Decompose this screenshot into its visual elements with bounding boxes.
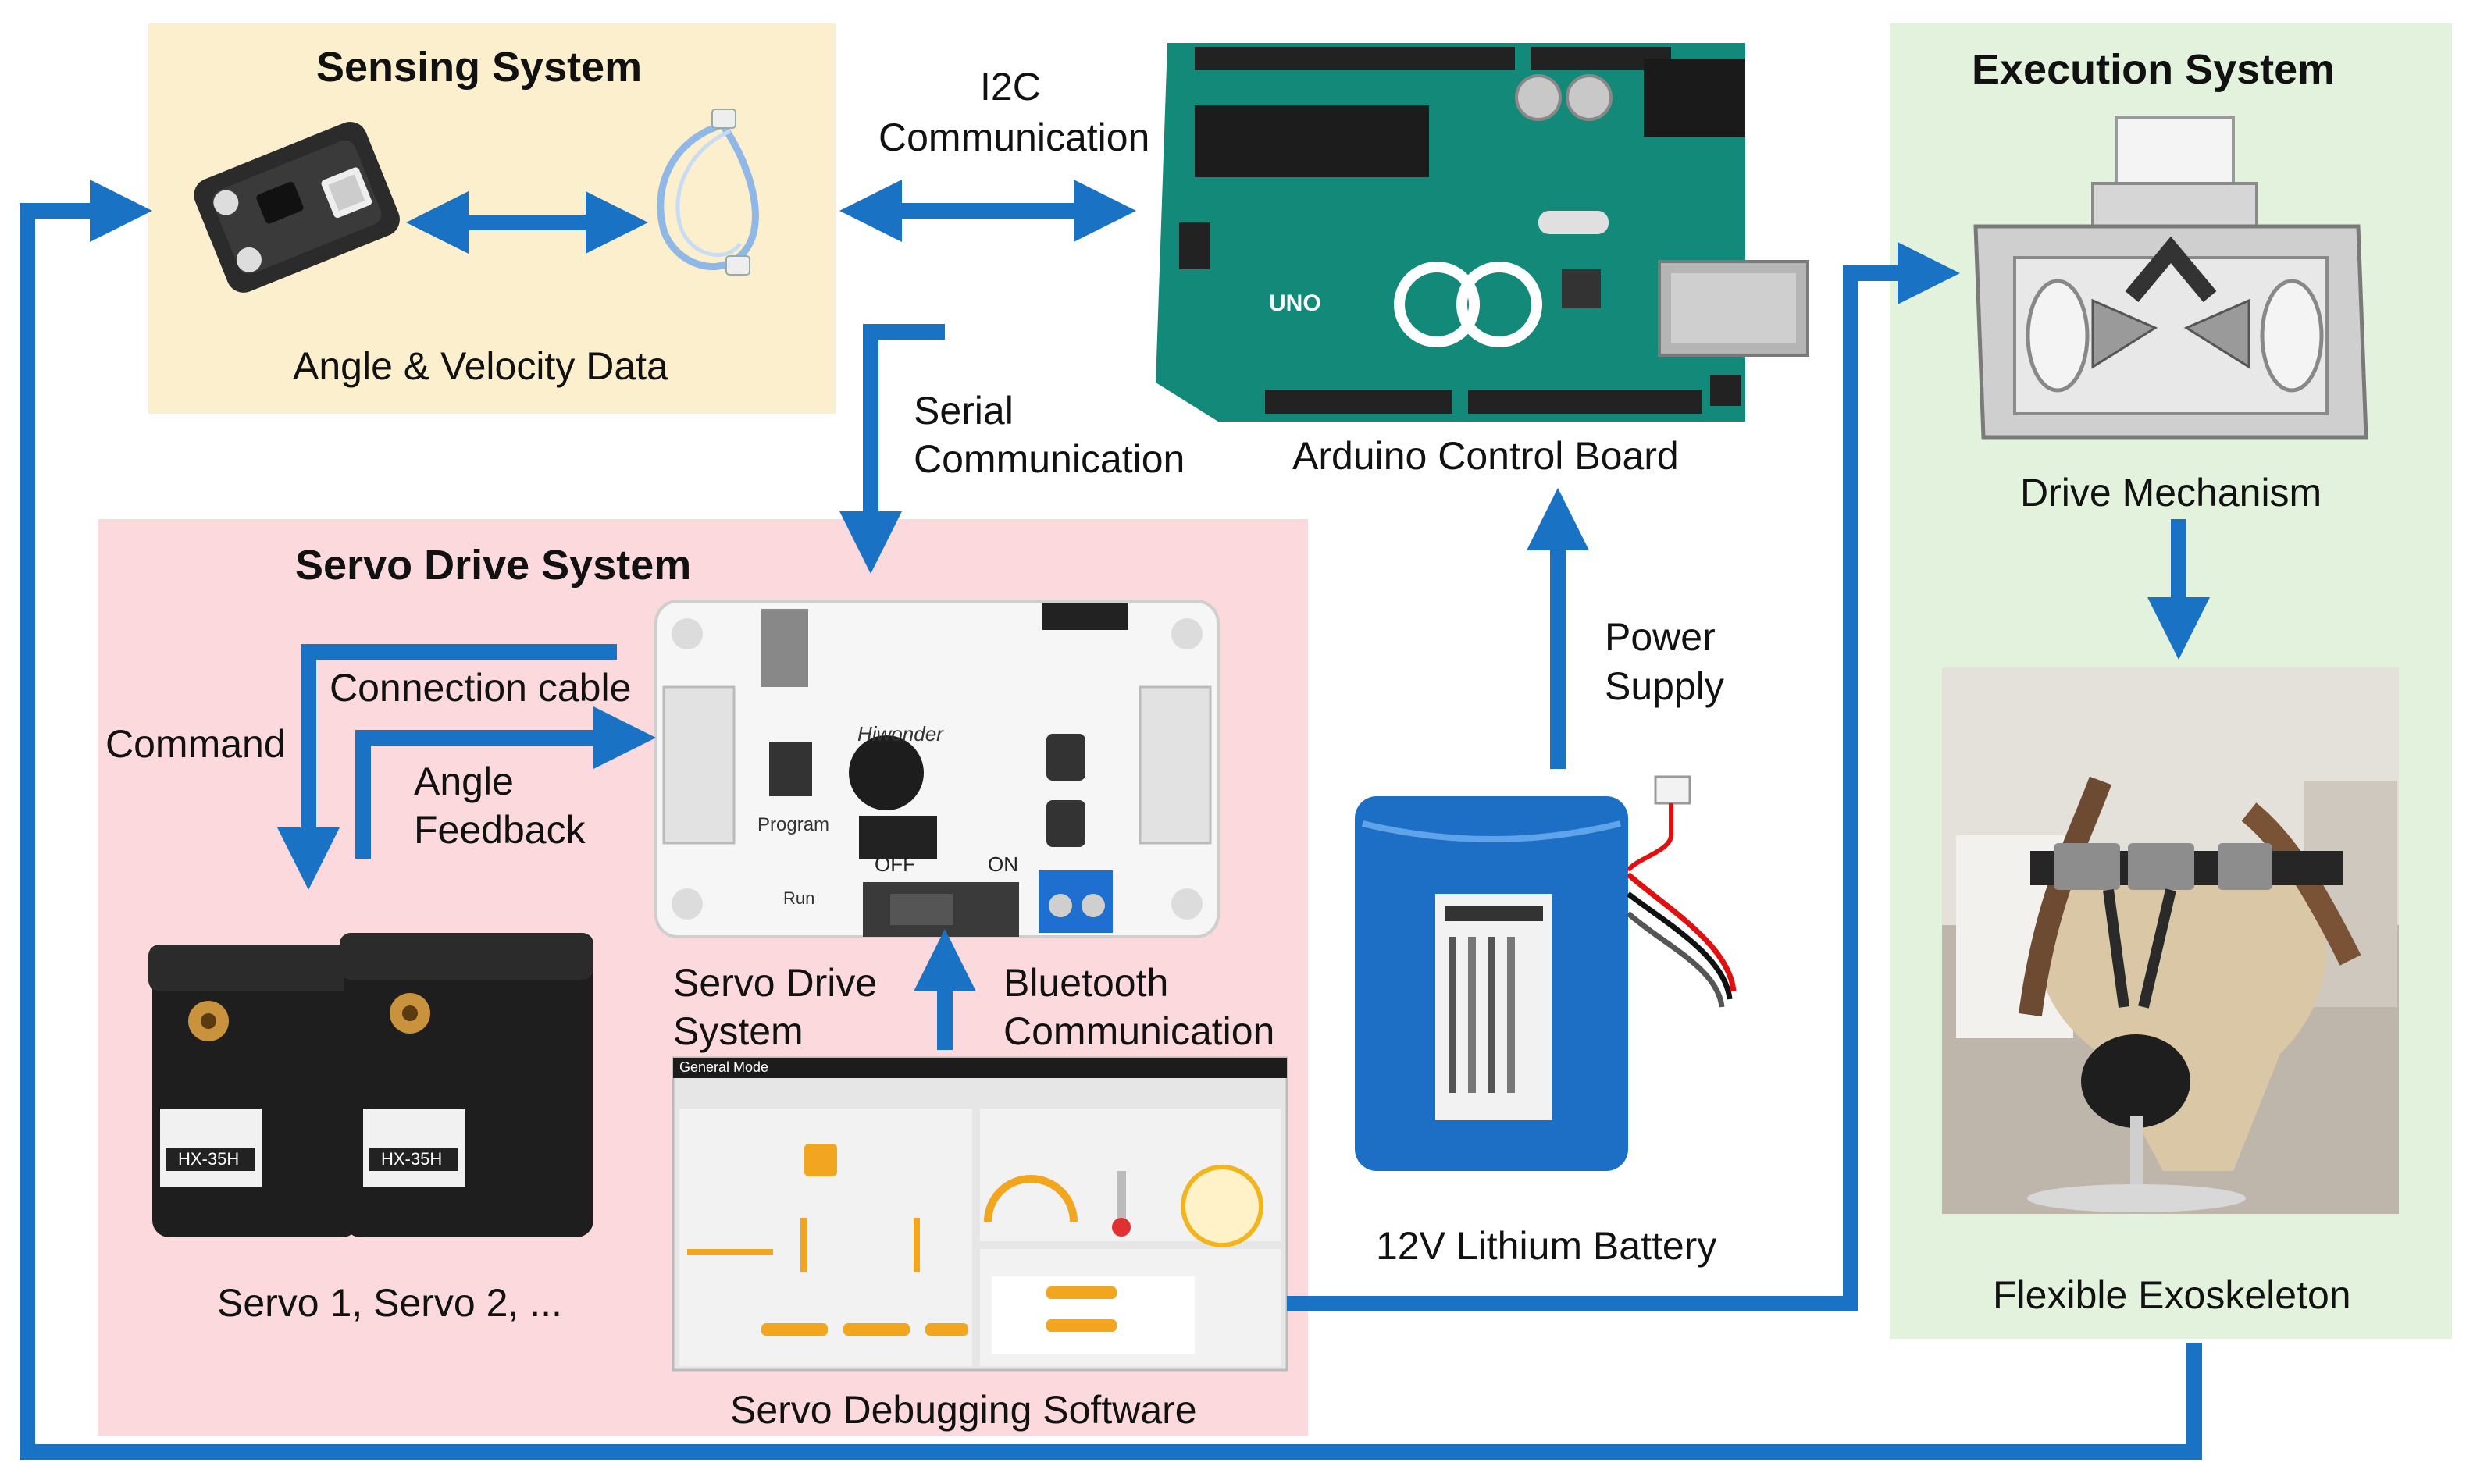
angle-velocity-data-label: Angle & Velocity Data (293, 344, 668, 388)
arduino-board-label: Arduino Control Board (1292, 434, 1679, 478)
i2c-label-line1: I2C (980, 65, 1041, 109)
servo-drive-label-line2: System (673, 1009, 804, 1053)
bluetooth-label-line1: Bluetooth (1003, 961, 1169, 1005)
connection-cable-label: Connection cable (330, 666, 632, 710)
lithium-battery-label: 12V Lithium Battery (1376, 1224, 1717, 1268)
board-run-text: Run (783, 888, 815, 908)
arduino-uno-text: UNO (1269, 290, 1321, 316)
i2c-label-line2: Communication (878, 116, 1150, 159)
connection-arrows (20, 180, 2210, 1460)
servo-motors-icon (148, 933, 593, 1237)
command-label: Command (105, 722, 286, 766)
servo-drive-label-line1: Servo Drive (673, 961, 878, 1005)
servo-drive-system-title: Servo Drive System (295, 542, 692, 589)
arduino-board-icon (1156, 43, 1809, 422)
angle-feedback-label-line1: Angle (414, 760, 514, 803)
bluetooth-label-line2: Communication (1003, 1009, 1275, 1053)
sensor-cable-icon (657, 109, 759, 276)
drive-mechanism-icon (1973, 116, 2368, 440)
servo-1-label-text: HX-35H (178, 1149, 240, 1169)
flexible-exoskeleton-photo (1942, 667, 2399, 1214)
angle-sensor-module-icon (194, 122, 400, 293)
board-brand-text: Hiwonder (857, 722, 943, 746)
lithium-battery-icon (1355, 775, 1737, 1171)
servo-2-label-text: HX-35H (381, 1149, 443, 1169)
board-program-text: Program (757, 814, 830, 835)
power-supply-label-line2: Supply (1605, 664, 1724, 708)
servos-label: Servo 1, Servo 2, ... (217, 1281, 562, 1325)
serial-label-line2: Communication (914, 437, 1185, 481)
servo-driver-board-icon (654, 600, 1220, 938)
power-supply-label-line1: Power (1605, 615, 1716, 659)
servo-debugging-software-icon (672, 1056, 1288, 1372)
board-off-text: OFF (875, 852, 915, 876)
flexible-exoskeleton-label: Flexible Exoskeleton (1993, 1273, 2351, 1317)
angle-feedback-label-line2: Feedback (414, 808, 586, 852)
board-on-text: ON (988, 852, 1018, 876)
execution-system-title: Execution System (1972, 46, 2336, 93)
drive-mechanism-label: Drive Mechanism (2020, 471, 2322, 514)
sensing-system-title: Sensing System (316, 44, 643, 91)
servo-debugging-software-label: Servo Debugging Software (730, 1388, 1197, 1432)
serial-label-line1: Serial (914, 389, 1014, 432)
software-window-title: General Mode (679, 1059, 769, 1075)
